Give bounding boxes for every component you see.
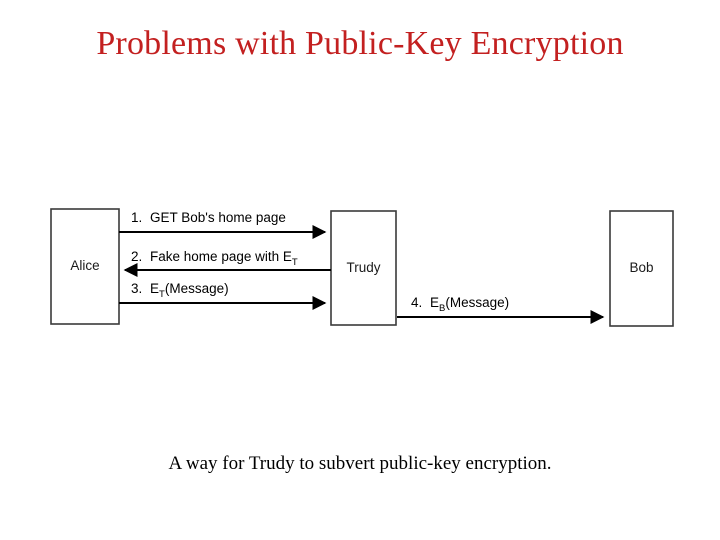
trudy-label: Trudy [346, 260, 380, 275]
figure-caption: A way for Trudy to subvert public-key en… [168, 453, 552, 474]
flow-3-tail: (Message) [165, 281, 229, 296]
flow-1-step: 1. [131, 210, 142, 225]
flow-3-step: 3. [131, 281, 142, 296]
flow-4-step: 4. [411, 295, 422, 310]
flow-2-subscript: T [292, 257, 298, 268]
flow-2-step: 2. [131, 249, 142, 264]
flow-arrow-4: 4. EB(Message) [397, 295, 605, 324]
alice-label: Alice [70, 258, 99, 273]
flow-arrow-1: 1. GET Bob's home page [119, 210, 327, 239]
flow-1-label: 1. GET Bob's home page [131, 210, 286, 225]
flow-2-label: 2. Fake home page with ET [131, 249, 298, 268]
flow-3-subscript: T [159, 289, 165, 300]
alice-box [50, 208, 120, 325]
flow-2-text: Fake home page with E [150, 249, 292, 264]
flow-arrow-2: 2. Fake home page with ET [123, 249, 331, 277]
flow-1-text: GET Bob's home page [150, 210, 286, 225]
bob-box [609, 210, 674, 327]
flow-4-text: E [430, 295, 439, 310]
flow-4-label: 4. EB(Message) [411, 295, 509, 314]
flow-4-subscript: B [439, 303, 445, 314]
flow-3-label: 3. ET(Message) [131, 281, 229, 300]
node-trudy: Trudy [330, 210, 397, 326]
bob-label: Bob [629, 260, 653, 275]
node-bob: Bob [609, 210, 674, 327]
page-title: Problems with Public-Key Encryption [96, 25, 624, 62]
flow-arrow-3: 3. ET(Message) [119, 281, 327, 310]
flow-3-text: E [150, 281, 159, 296]
trudy-box [330, 210, 397, 326]
node-alice: Alice [50, 208, 120, 325]
flow-4-tail: (Message) [445, 295, 509, 310]
